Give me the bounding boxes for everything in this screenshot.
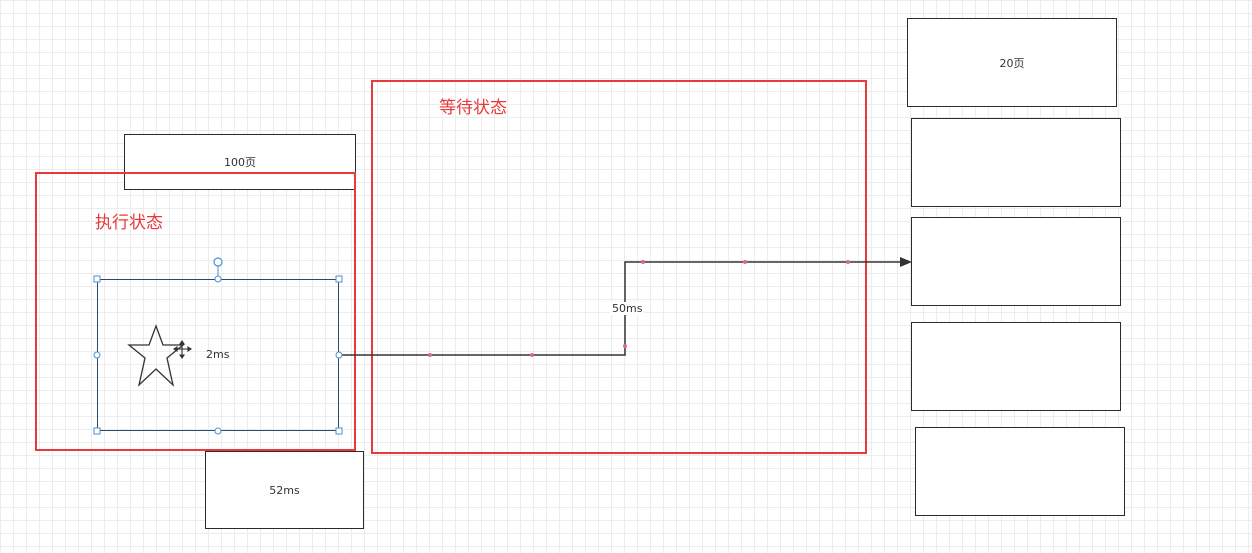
node-right-5[interactable] bbox=[915, 427, 1125, 516]
connector-waypoint[interactable] bbox=[623, 344, 627, 348]
node-52ms[interactable]: 52ms bbox=[205, 451, 364, 529]
region-executing-label: 执行状态 bbox=[95, 213, 163, 233]
arrowhead-icon bbox=[900, 257, 912, 267]
node-right-4[interactable] bbox=[911, 322, 1121, 411]
connector-waypoint[interactable] bbox=[428, 353, 432, 357]
node-100-pages[interactable]: 100页 bbox=[124, 134, 356, 190]
connector-waypoint[interactable] bbox=[743, 260, 747, 264]
connector-label[interactable]: 50ms bbox=[610, 302, 645, 315]
connector-waypoint[interactable] bbox=[530, 353, 534, 357]
move-cursor-icon bbox=[173, 340, 192, 359]
resize-handle-top-left[interactable] bbox=[93, 275, 101, 283]
region-executing[interactable] bbox=[35, 172, 356, 451]
resize-handle-bottom-left[interactable] bbox=[93, 427, 101, 435]
node-20-pages-label: 20页 bbox=[999, 56, 1025, 70]
resize-handle-top[interactable] bbox=[214, 275, 222, 283]
region-waiting[interactable] bbox=[371, 80, 867, 454]
star-icon[interactable] bbox=[127, 324, 185, 387]
node-20-pages[interactable]: 20页 bbox=[907, 18, 1117, 107]
connector-waypoint[interactable] bbox=[846, 260, 850, 264]
rotate-handle-icon[interactable] bbox=[213, 257, 223, 267]
resize-handle-left[interactable] bbox=[93, 351, 101, 359]
resize-handle-top-right[interactable] bbox=[335, 275, 343, 283]
region-waiting-label: 等待状态 bbox=[439, 98, 507, 118]
resize-handle-right[interactable] bbox=[335, 351, 343, 359]
resize-handle-bottom[interactable] bbox=[214, 427, 222, 435]
resize-handle-bottom-right[interactable] bbox=[335, 427, 343, 435]
selected-task-label: 2ms bbox=[206, 348, 230, 361]
node-right-3[interactable] bbox=[911, 217, 1121, 306]
node-52ms-label: 52ms bbox=[269, 483, 300, 497]
node-right-2[interactable] bbox=[911, 118, 1121, 207]
connector-waypoint[interactable] bbox=[641, 260, 645, 264]
node-100-pages-label: 100页 bbox=[224, 156, 256, 169]
